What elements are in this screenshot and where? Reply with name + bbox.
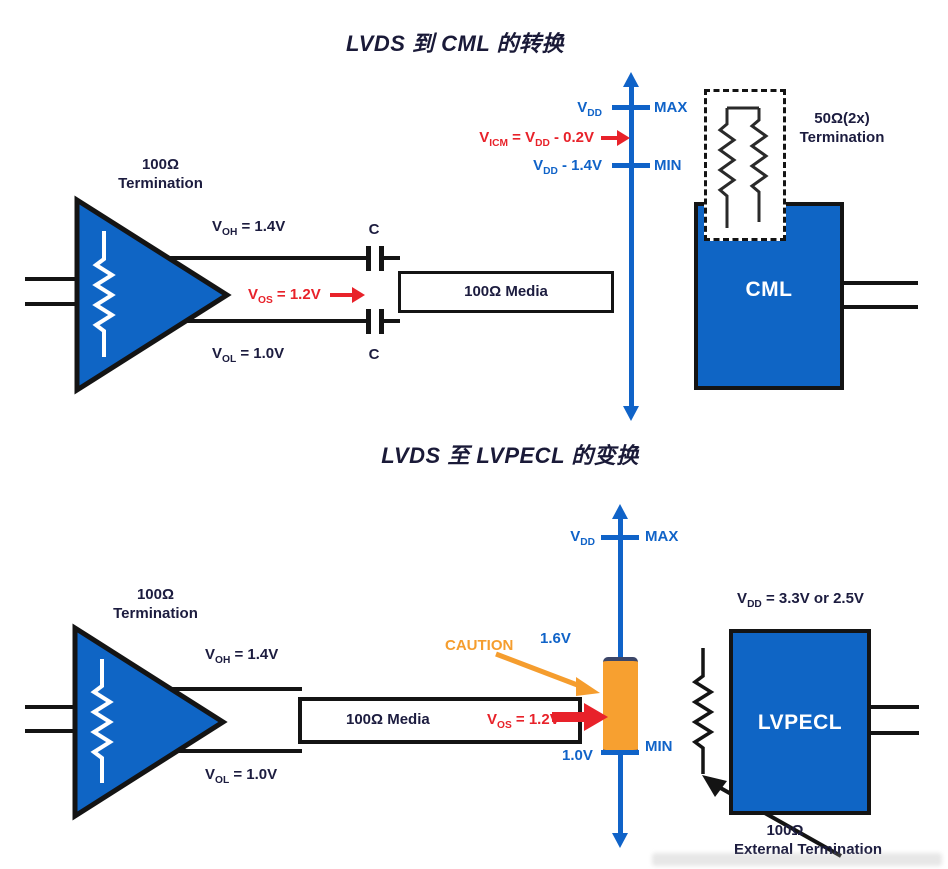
cml-block-label: CML — [745, 278, 793, 301]
bottom-output-line-high — [168, 687, 302, 691]
top-min-label: MIN — [654, 157, 682, 174]
bottom-vol-label: VOL = 1.0V — [205, 766, 278, 786]
top-voh-label: VOH = 1.4V — [212, 218, 286, 238]
top-max-label: MAX — [654, 99, 688, 116]
top-input-line-plus — [25, 277, 80, 281]
top-cap-top-label: C — [368, 221, 380, 238]
bottom-input-line-minus — [25, 729, 77, 733]
top-media-label: 100Ω Media — [464, 282, 548, 300]
top-vos-arrow-icon — [352, 287, 365, 303]
bottom-vlow-label: 1.0V — [562, 747, 593, 764]
bottom-vhigh-label: 1.6V — [540, 630, 571, 647]
top-vicm-arrow-shaft — [601, 136, 619, 140]
top-vdd-minus-label: VDD - 1.4V — [533, 157, 602, 177]
bottom-min-label: MIN — [645, 738, 673, 755]
top-max-tick — [612, 105, 650, 110]
top-vol-label: VOL = 1.0V — [212, 345, 285, 365]
top-vdd-label: VDD — [577, 99, 602, 119]
cml-termination-dashed-box — [704, 89, 786, 241]
bottom-min-tick — [601, 750, 639, 755]
bottom-vdd-label: VDD — [570, 528, 595, 548]
lvpecl-block: LVPECL — [729, 629, 871, 815]
top-media-box: 100Ω Media — [398, 271, 614, 313]
lvds-driver-symbol — [72, 623, 228, 821]
top-voltage-axis — [629, 85, 634, 407]
external-termination-resistor-icon — [691, 648, 715, 774]
top-output-line-low — [180, 319, 368, 323]
capacitor-bottom-plate2-icon — [379, 309, 384, 334]
lvpecl-block-label: LVPECL — [757, 711, 843, 734]
bottom-max-tick — [601, 535, 639, 540]
bottom-driver-termination-label: 100Ω Termination — [113, 586, 198, 622]
top-vos-label: VOS = 1.2V — [248, 286, 321, 306]
top-vicm-label: VICM = VDD - 0.2V — [479, 129, 594, 149]
bottom-voh-label: VOH = 1.4V — [205, 646, 279, 666]
cml-output-line-low — [840, 305, 918, 309]
top-input-line-minus — [25, 302, 80, 306]
top-cap-bottom-lead — [384, 319, 400, 323]
bottom-max-label: MAX — [645, 528, 679, 545]
top-axis-up-arrow-icon — [623, 72, 639, 87]
top-min-tick — [612, 163, 650, 168]
cml-output-line-high — [840, 281, 918, 285]
bottom-title: LVDS 至 LVPECL 的变换 — [381, 443, 639, 468]
lvpecl-vdd-supply-label: VDD = 3.3V or 2.5V — [737, 590, 864, 610]
capacitor-top-plate1-icon — [366, 246, 371, 271]
top-cap-top-lead — [384, 256, 400, 260]
caution-label: CAUTION — [445, 637, 514, 654]
bottom-axis-up-arrow-icon — [612, 504, 628, 519]
ext-term-ohm-label: 100Ω — [766, 822, 804, 839]
voltage-range-bar — [603, 657, 638, 754]
top-vos-arrow-shaft — [330, 293, 354, 297]
caution-arrow-icon — [495, 651, 600, 696]
bottom-media-box: 100Ω Media VOS = 1.2V — [298, 697, 582, 744]
top-axis-down-arrow-icon — [623, 406, 639, 421]
lvds-driver-symbol — [74, 195, 232, 395]
top-vicm-arrow-icon — [617, 130, 630, 146]
bottom-vos-arrow-icon — [584, 703, 608, 731]
lvpecl-output-line-low — [867, 731, 919, 735]
bottom-output-line-low — [176, 749, 302, 753]
bottom-input-line-plus — [25, 705, 77, 709]
lvpecl-output-line-high — [867, 705, 919, 709]
top-driver-termination-label: 100Ω Termination — [118, 156, 203, 192]
top-title: LVDS 到 CML 的转换 — [345, 31, 565, 56]
cml-termination-label: 50Ω(2x) Termination — [799, 110, 885, 146]
dual-resistor-icon — [717, 106, 769, 228]
bottom-vos-label: VOS = 1.2V — [487, 711, 560, 731]
top-cap-bottom-label: C — [368, 346, 380, 363]
ext-term-text-label: External Termination — [733, 841, 883, 858]
top-output-line-high — [168, 256, 368, 260]
bottom-axis-down-arrow-icon — [612, 833, 628, 848]
watermark-smudge — [652, 853, 942, 866]
bottom-vos-arrow-shaft — [552, 712, 588, 722]
bottom-media-label: 100Ω Media — [346, 711, 430, 728]
capacitor-bottom-plate1-icon — [366, 309, 371, 334]
capacitor-top-plate2-icon — [379, 246, 384, 271]
internal-termination-resistor-icon — [90, 659, 114, 783]
internal-termination-resistor-icon — [92, 231, 116, 357]
